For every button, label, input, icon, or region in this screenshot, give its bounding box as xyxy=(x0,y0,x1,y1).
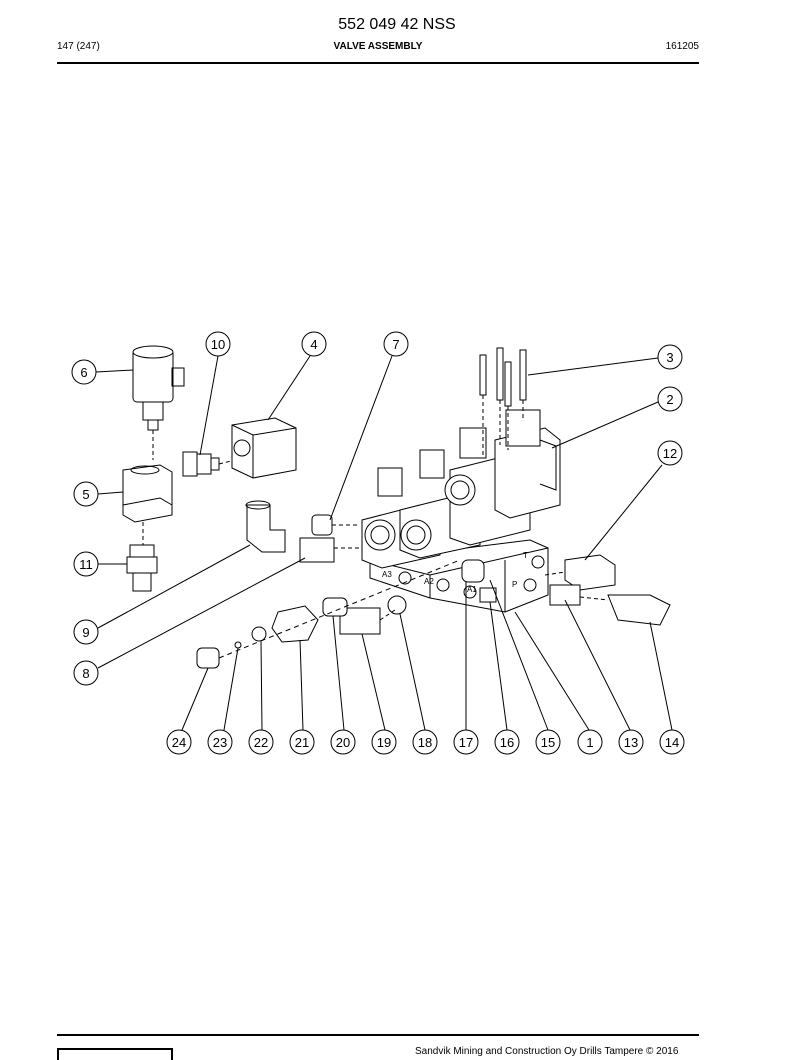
callout-17 xyxy=(453,729,479,755)
callout-label-18: 18 xyxy=(418,735,432,750)
footer-rule xyxy=(57,1034,699,1036)
date-code: 161205 xyxy=(665,41,699,52)
callout-label-14: 14 xyxy=(665,735,679,750)
callout-16 xyxy=(494,729,520,755)
section-title: VALVE ASSEMBLY xyxy=(333,41,423,52)
valve-sections xyxy=(361,409,561,569)
callout-22 xyxy=(248,729,274,755)
solenoid-coil xyxy=(132,345,185,460)
callout-label-8: 8 xyxy=(82,666,89,681)
callout-label-2: 2 xyxy=(666,392,673,407)
callout-label-6: 6 xyxy=(80,365,87,380)
callout-label-10: 10 xyxy=(211,337,225,352)
callout-20 xyxy=(330,729,356,755)
footer-copyright: Sandvik Mining and Construction Oy Drill… xyxy=(415,1046,679,1057)
callout-label-7: 7 xyxy=(392,337,399,352)
callout-15 xyxy=(535,729,561,755)
callout-23 xyxy=(207,729,233,755)
callout-label-19: 19 xyxy=(377,735,391,750)
callout-7 xyxy=(383,331,409,357)
callout-24 xyxy=(166,729,192,755)
callout-label-12: 12 xyxy=(663,446,677,461)
callout-10 xyxy=(205,331,231,357)
callout-18 xyxy=(412,729,438,755)
callout-13 xyxy=(618,729,644,755)
callout-label-4: 4 xyxy=(310,337,317,352)
leader-lines xyxy=(95,355,673,731)
document-number: 552 049 42 NSS xyxy=(338,16,456,33)
callout-label-24: 24 xyxy=(172,735,186,750)
callout-label-13: 13 xyxy=(624,735,638,750)
callout-21 xyxy=(289,729,315,755)
callout-3 xyxy=(657,344,683,370)
page-number: 147 (247) xyxy=(57,41,100,52)
elbow-fitting-9 xyxy=(245,500,286,553)
callout-label-11: 11 xyxy=(79,557,93,572)
valve-body-5 xyxy=(122,464,173,545)
callout-8 xyxy=(73,660,99,686)
callout-label-16: 16 xyxy=(500,735,514,750)
fittings-12-13-14 xyxy=(544,554,671,626)
header-rule xyxy=(57,62,699,64)
callout-label-15: 15 xyxy=(541,735,555,750)
callout-label-17: 17 xyxy=(459,735,473,750)
port-label-a2: A2 xyxy=(424,577,434,586)
callout-label-3: 3 xyxy=(666,350,673,365)
callout-label-23: 23 xyxy=(213,735,227,750)
port-label-p: P xyxy=(512,580,517,589)
callout-1 xyxy=(577,729,603,755)
sandvik-logo xyxy=(57,1048,173,1060)
port-label-a1: A1 xyxy=(467,585,477,594)
callout-2 xyxy=(657,386,683,412)
callout-label-5: 5 xyxy=(82,487,89,502)
port-label-t: T xyxy=(523,551,528,560)
callout-9 xyxy=(73,619,99,645)
cartridge-10 xyxy=(182,451,236,477)
callout-11 xyxy=(73,551,99,577)
callout-label-1: 1 xyxy=(586,735,593,750)
callout-6 xyxy=(71,359,97,385)
callout-19 xyxy=(371,729,397,755)
callout-label-9: 9 xyxy=(82,625,89,640)
valve-housing-4 xyxy=(231,417,297,479)
callout-label-22: 22 xyxy=(254,735,268,750)
callout-14 xyxy=(659,729,685,755)
small-parts xyxy=(196,559,497,669)
mounting-bolts xyxy=(479,347,527,455)
fittings-7-8 xyxy=(299,514,360,563)
callout-4 xyxy=(301,331,327,357)
callout-5 xyxy=(73,481,99,507)
callout-12 xyxy=(657,440,683,466)
callout-label-20: 20 xyxy=(336,735,350,750)
port-label-a3: A3 xyxy=(382,570,392,579)
fitting-11 xyxy=(126,544,158,592)
callout-label-21: 21 xyxy=(295,735,309,750)
